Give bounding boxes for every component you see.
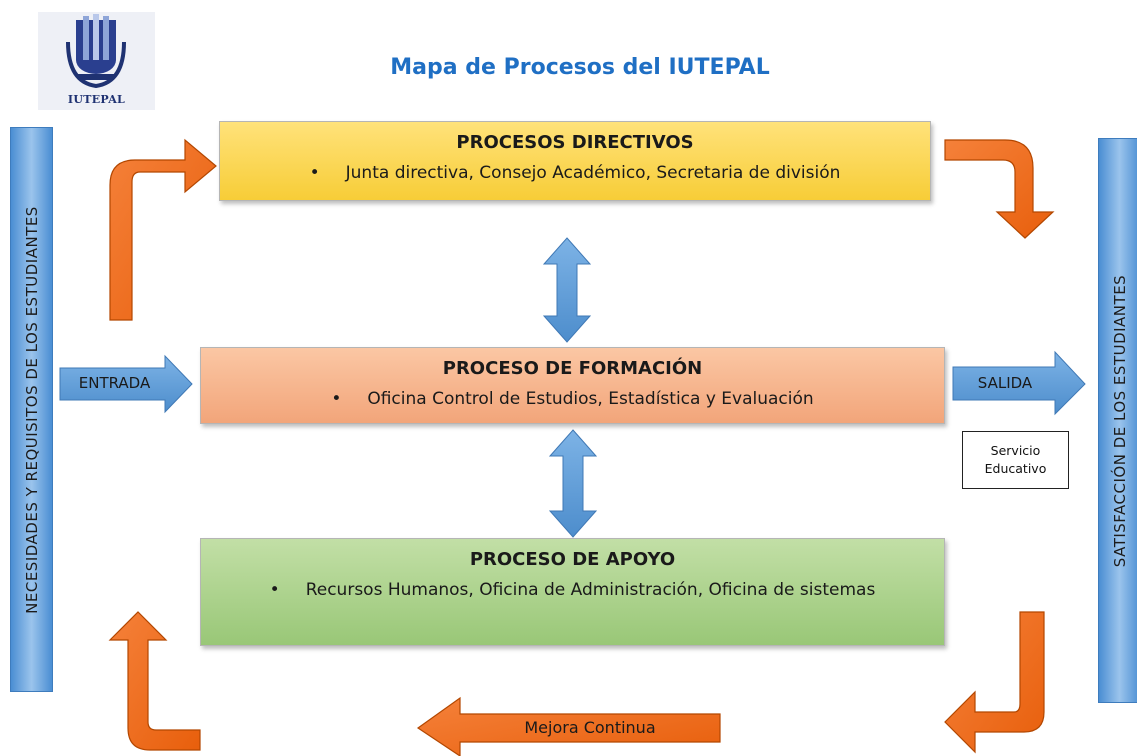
salida-label: SALIDA xyxy=(977,374,1033,392)
bullet-icon: • xyxy=(309,163,320,183)
bent-arrow-down-left xyxy=(944,611,1045,754)
double-arrow-formacion-apoyo xyxy=(548,429,598,538)
proceso-apoyo-text: Recursos Humanos, Oficina de Administrac… xyxy=(305,580,876,600)
student-satisfaction-bar: SATISFACCIÓN DE LOS ESTUDIANTES xyxy=(1098,138,1137,703)
mejora-continua-label: Mejora Continua xyxy=(524,718,656,737)
needs-requirements-bar: NECESIDADES Y REQUISITOS DE LOS ESTUDIAN… xyxy=(10,127,53,692)
servicio-line1: Servicio xyxy=(990,443,1041,458)
bent-arrow-up-right xyxy=(109,138,217,321)
bullet-icon: • xyxy=(269,580,280,600)
page-title: Mapa de Procesos del IUTEPAL xyxy=(390,55,770,80)
proceso-apoyo-title: PROCESO DE APOYO xyxy=(469,549,676,570)
bullet-icon: • xyxy=(331,389,342,409)
entrada-arrow xyxy=(59,354,193,414)
servicio-line2: Educativo xyxy=(984,461,1047,476)
proceso-apoyo-item: • Recursos Humanos, Oficina de Administra… xyxy=(201,577,944,603)
procesos-directivos-item: • Junta directiva, Consejo Académico, Sec… xyxy=(220,160,930,186)
bent-arrow-left-up xyxy=(108,611,201,751)
proceso-formacion-item: • Oficina Control de Estudios, Estadístic… xyxy=(201,386,944,412)
double-arrow-directivos-formacion xyxy=(542,237,592,343)
procesos-directivos-text: Junta directiva, Consejo Académico, Secr… xyxy=(345,163,841,183)
proceso-formacion-title: PROCESO DE FORMACIÓN xyxy=(442,358,703,379)
mejora-continua-arrow xyxy=(416,696,721,756)
proceso-formacion-box: PROCESO DE FORMACIÓN • Oficina Control de… xyxy=(200,347,945,424)
salida-arrow xyxy=(952,350,1086,416)
bent-arrow-right-down xyxy=(944,139,1055,239)
procesos-directivos-title: PROCESOS DIRECTIVOS xyxy=(456,132,694,153)
servicio-educativo-box: Servicio Educativo xyxy=(962,431,1069,489)
logo-text: IUTEPAL xyxy=(67,93,126,106)
proceso-apoyo-box: PROCESO DE APOYO • Recursos Humanos, Ofic… xyxy=(200,538,945,646)
entrada-label: ENTRADA xyxy=(78,374,151,392)
logo-emblem-icon xyxy=(66,14,126,89)
procesos-directivos-box: PROCESOS DIRECTIVOS • Junta directiva, Co… xyxy=(219,121,931,201)
iutepal-logo: IUTEPAL xyxy=(38,12,155,110)
proceso-formacion-text: Oficina Control de Estudios, Estadística… xyxy=(367,389,814,409)
